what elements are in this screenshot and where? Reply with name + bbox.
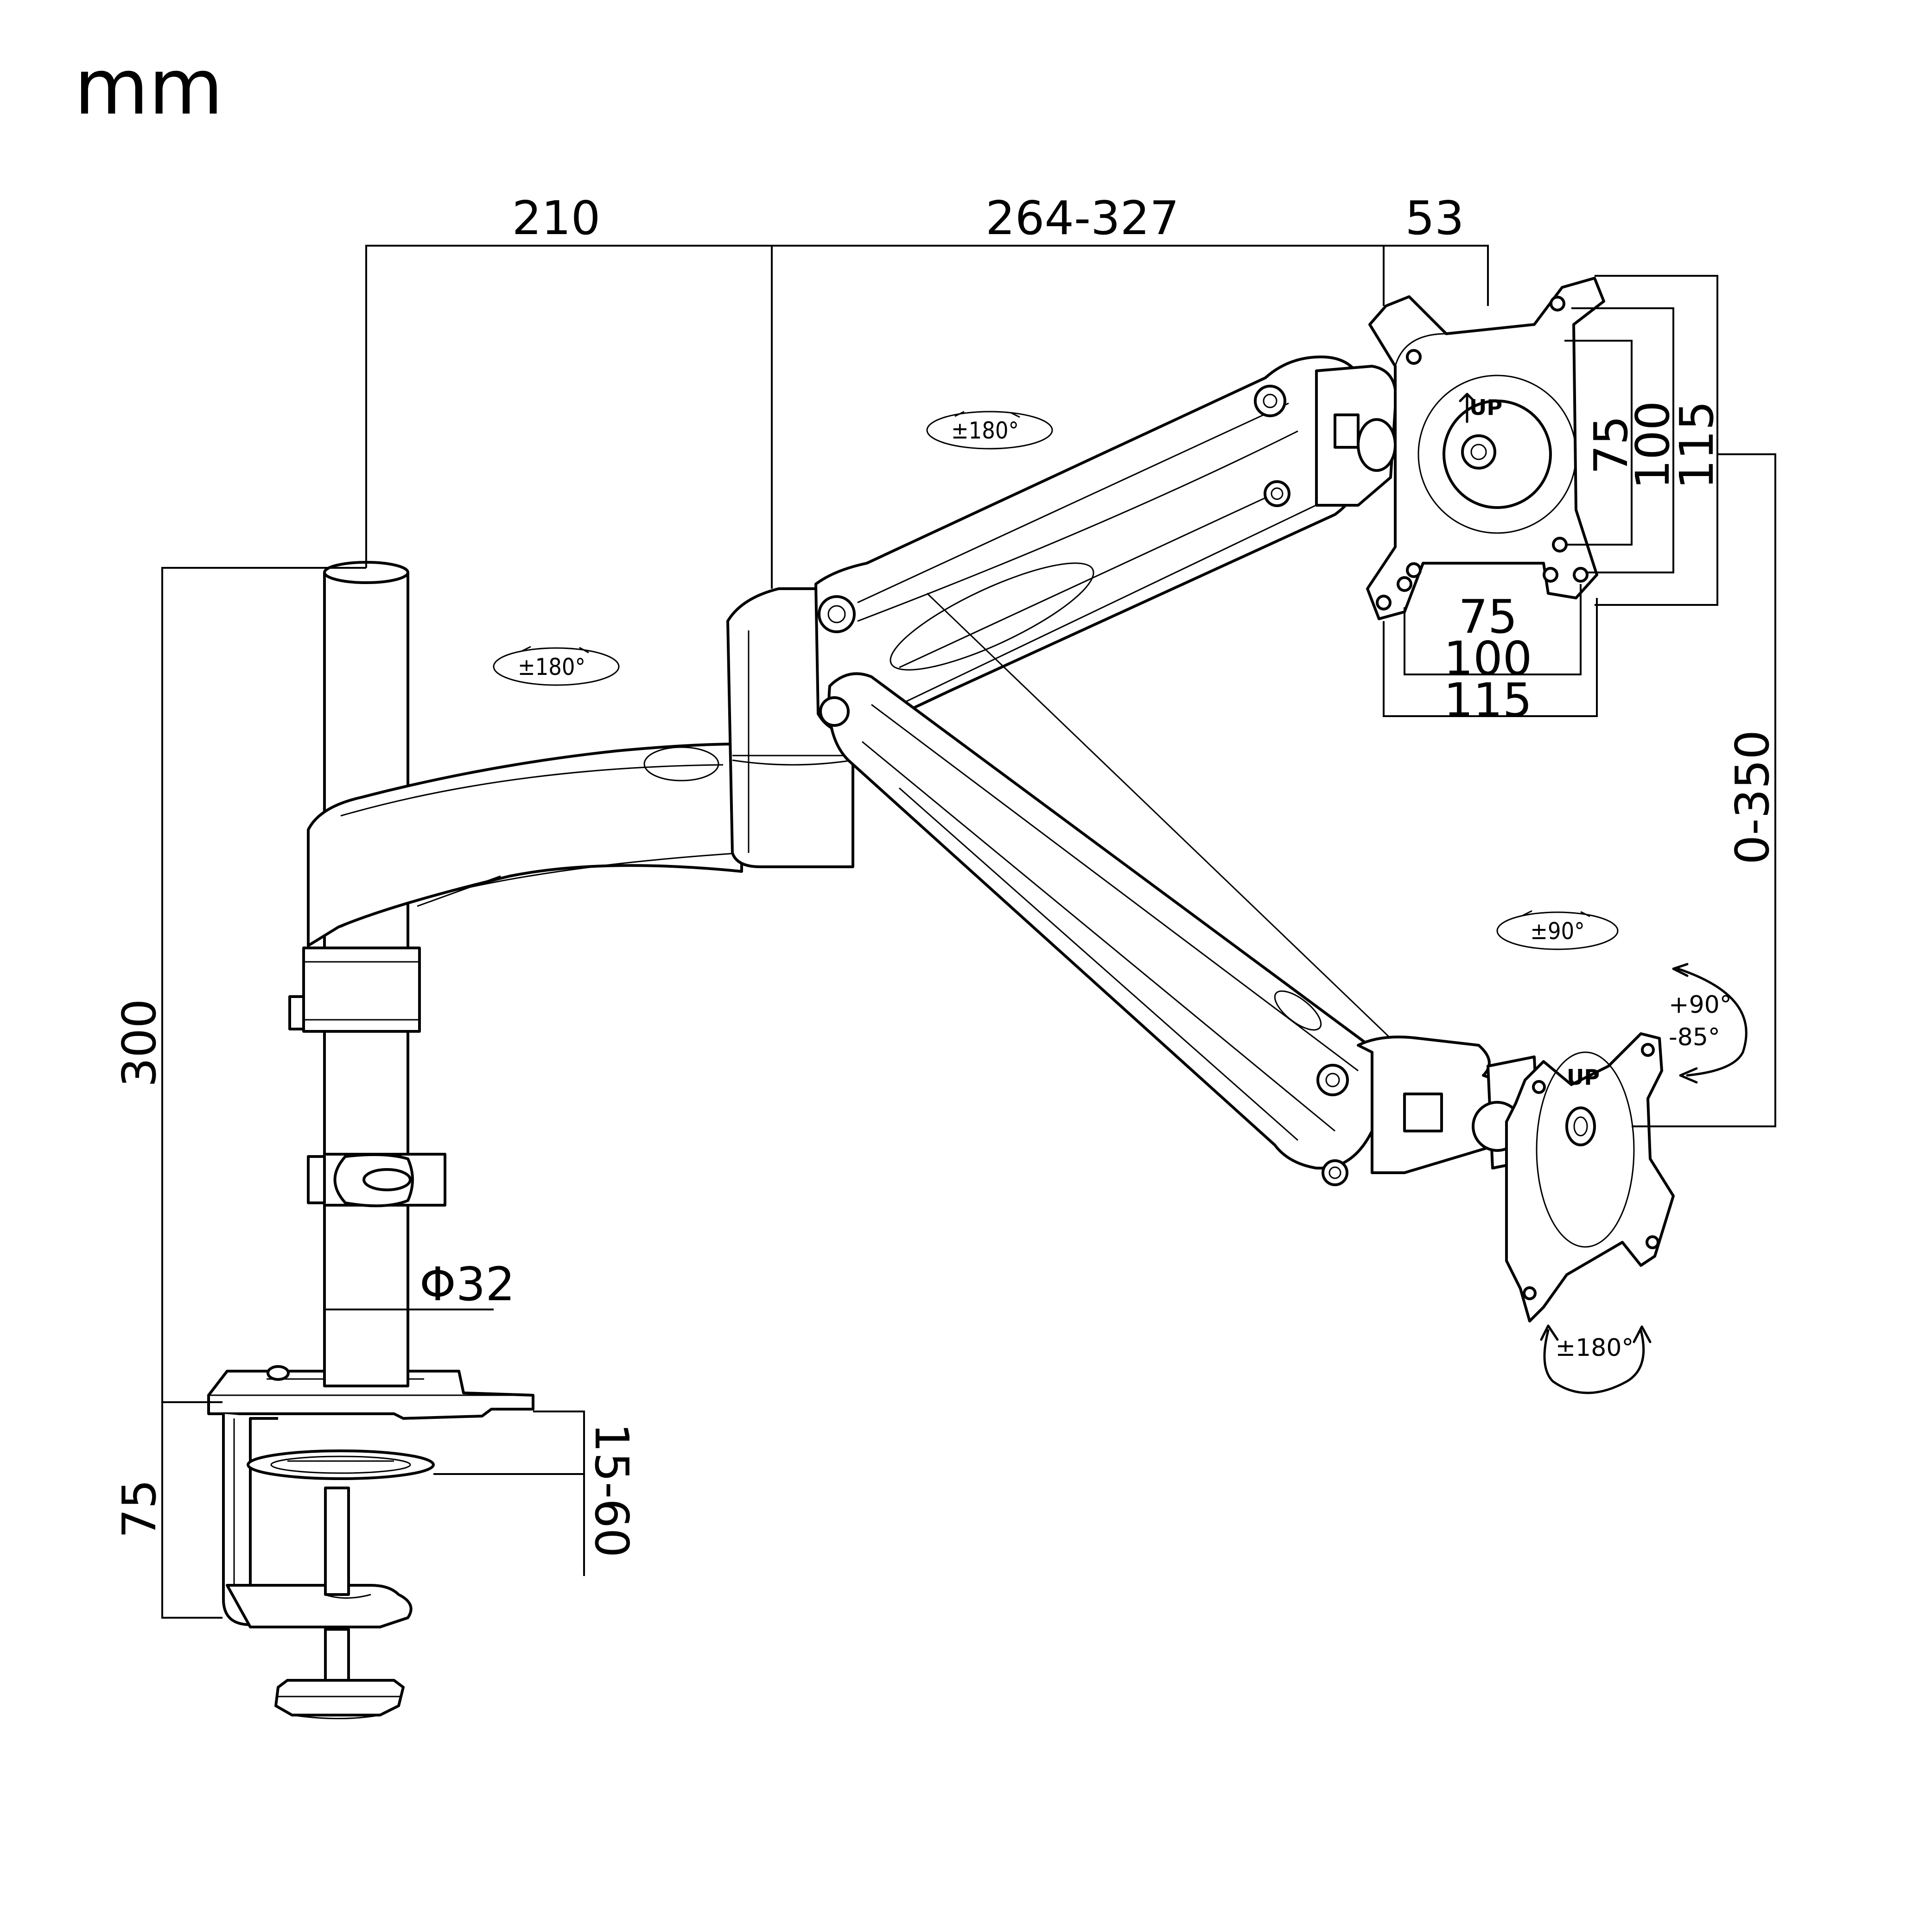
gas-spring-arm-raised [814,356,1398,734]
up-marker-bottom: UP [1567,1065,1600,1090]
dimension-lines [161,245,1776,1619]
up-marker-top: UP [1469,395,1502,420]
gas-spring-arm-lowered [819,592,1540,1186]
tilt-down-label: -85° [1669,1023,1720,1051]
dim-arm-reach: 264-327 [985,191,1179,245]
upper-arm-swivel-label: ±180° [951,417,1019,444]
rotation-indicators [493,411,1748,1394]
desk-clamp [207,1365,534,1719]
tilt-up-label: +90° [1669,991,1732,1019]
dim-vesa-h-75: 75 [1458,590,1517,644]
lower-arm [307,587,854,947]
head-swivel-label: ±90° [1530,918,1584,945]
dim-base-height: 75 [112,1479,166,1538]
dim-desk-thickness: 15-60 [585,1423,639,1558]
dim-vesa-v-115: 115 [1670,401,1724,489]
dim-plate-depth: 53 [1405,191,1464,245]
mounting-pole [288,561,446,1387]
dim-height-adjust: 0-350 [1725,730,1779,865]
dim-pole-height: 300 [112,999,166,1087]
dim-vesa-h-100: 100 [1444,631,1532,686]
dim-vesa-v-75: 75 [1584,415,1638,474]
vesa-plate-top: UP [1366,277,1605,620]
dim-pole-diameter: Φ32 [419,1257,515,1311]
vesa-plate-bottom: UP [1505,1032,1675,1322]
lower-arm-swivel-label: ±180° [518,654,585,680]
dim-vesa-h-115: 115 [1444,673,1532,727]
unit-label: mm [74,43,223,132]
dim-vesa-v-100: 100 [1626,401,1680,489]
dim-pole-to-joint: 210 [512,191,601,245]
rotation-label: ±180° [1556,1334,1634,1362]
